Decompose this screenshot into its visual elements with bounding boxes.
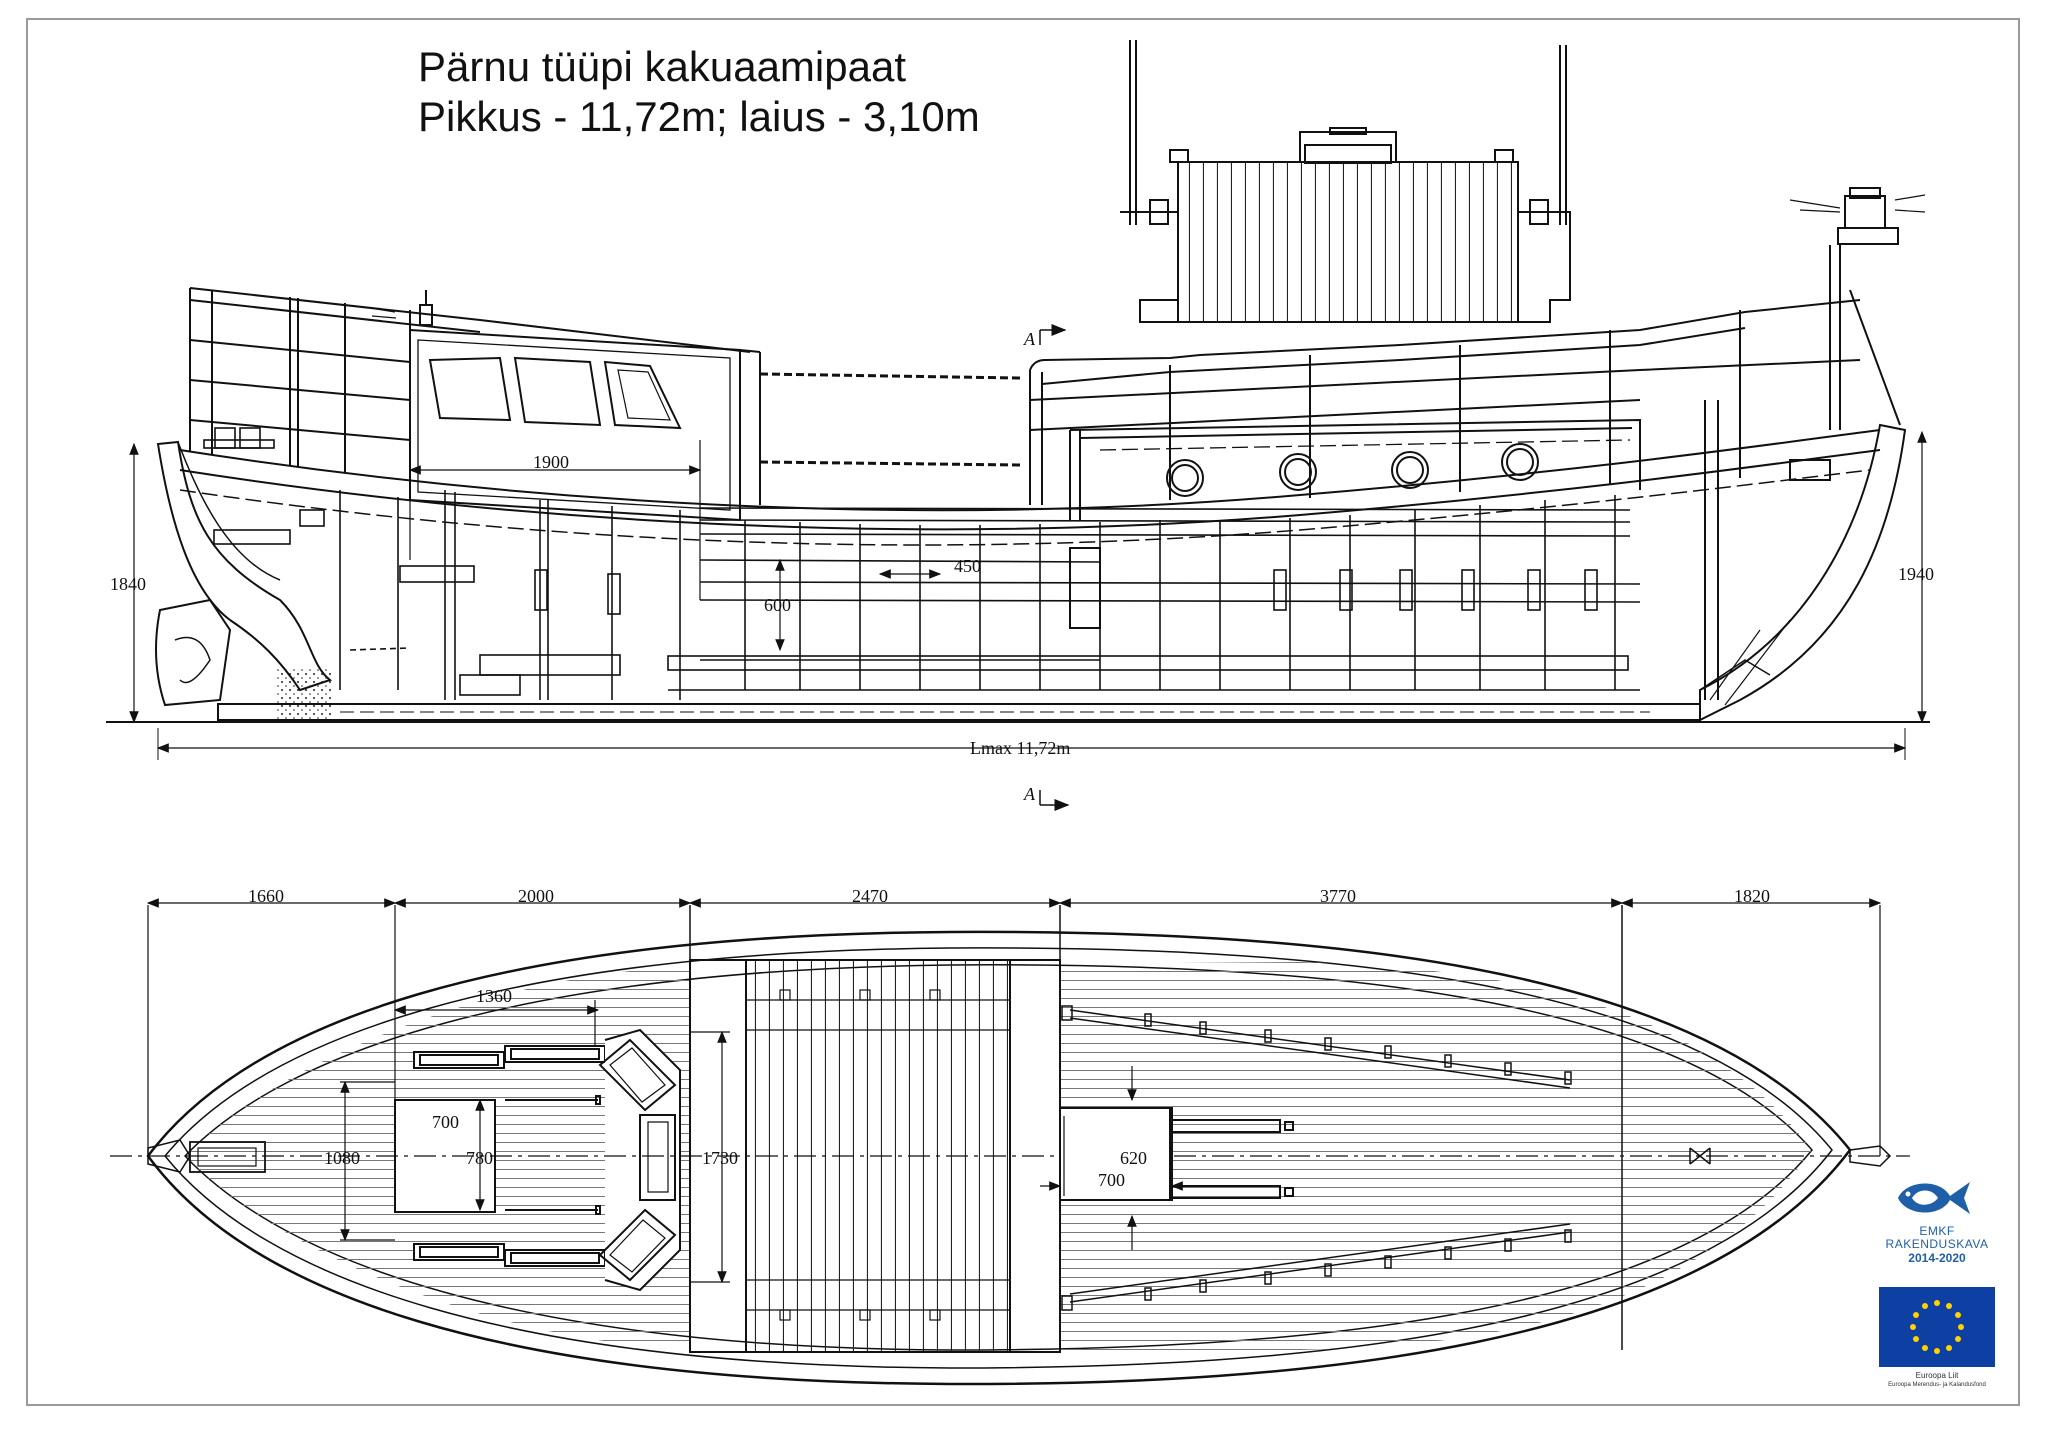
section-label-top: A: [1023, 329, 1036, 349]
dim-hold-breadth: 1730: [702, 1148, 738, 1168]
emkf-years: 2014-2020: [1908, 1251, 1966, 1265]
dim-cabin-length: 1900: [533, 452, 569, 472]
dim-cabin-breadth: 1080: [324, 1148, 360, 1168]
side-view: [106, 40, 1930, 811]
dim-hatch-length: 780: [466, 1148, 493, 1168]
engine-plan: [1059, 1107, 1294, 1201]
section-marker-top: [1039, 324, 1067, 345]
dim-plan-1: 1660: [248, 886, 284, 906]
stem-post: [1699, 423, 1907, 722]
section-label-bottom: A: [1023, 784, 1036, 804]
section-marker-bottom: [1039, 790, 1070, 811]
dim-height-aft: 1840: [110, 574, 146, 594]
chain-upper: [759, 372, 1021, 380]
dim-plan-4: 3770: [1320, 886, 1356, 906]
plan-view: [110, 898, 1910, 1386]
funding-logos: EMKF RAKENDUSKAVA 2014-2020 Euroopa Liit…: [1866, 1176, 2008, 1389]
drawing-title: Pärnu tüüpi kakuaamipaat Pikkus - 11,72m…: [418, 42, 980, 142]
dim-frame-spacing: 450: [954, 556, 981, 576]
drawing-frame: [26, 18, 2020, 1406]
dim-engine-breadth: 620: [1120, 1148, 1147, 1168]
eu-caption-fund: Euroopa Merendus- ja Kalandusfond: [1888, 1382, 1986, 1388]
dim-engine-length: 700: [1098, 1170, 1125, 1190]
gear-box: [1120, 40, 1571, 323]
rudder: [155, 598, 232, 707]
emkf-name: EMKF: [1919, 1224, 1955, 1238]
dim-bench-height: 600: [764, 595, 791, 615]
dim-plan-5: 1820: [1734, 886, 1770, 906]
title-line-2: Pikkus - 11,72m; laius - 3,10m: [418, 93, 980, 140]
dim-height-fore: 1940: [1898, 564, 1934, 584]
eu-caption: Euroopa Liit: [1915, 1371, 1959, 1380]
dim-hatch-width: 700: [432, 1112, 459, 1132]
sheer-line: [179, 429, 1881, 512]
emkf-fish-icon: [1898, 1182, 1970, 1214]
dim-cabin-top: 1360: [476, 986, 512, 1006]
dim-overall-length: Lmax 11,72m: [970, 738, 1070, 758]
title-line-1: Pärnu tüüpi kakuaamipaat: [418, 43, 906, 90]
chain-lower: [759, 460, 1021, 467]
fore-cabin: [1029, 187, 1926, 700]
hold-frames: [203, 427, 1641, 700]
aft-railing: [189, 287, 751, 482]
dim-plan-3: 2470: [852, 886, 888, 906]
emkf-subtitle: RAKENDUSKAVA: [1885, 1237, 1989, 1251]
eu-flag: [1879, 1287, 1995, 1367]
dim-plan-2: 2000: [518, 886, 554, 906]
plan-top-dims: [146, 898, 1882, 1284]
eu-stars-icon: [1910, 1300, 1964, 1354]
fore-rails: [1061, 1005, 1572, 1311]
wheelhouse: [369, 290, 761, 600]
side-dims: [775, 558, 942, 652]
